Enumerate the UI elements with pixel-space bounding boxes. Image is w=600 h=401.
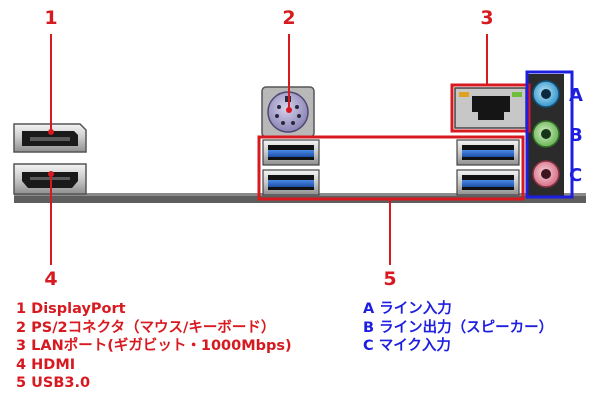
legend-item: C マイク入力 [363, 337, 553, 356]
legend-key: 5 [16, 375, 27, 391]
usb-port-right-top [456, 139, 520, 166]
legend-text: DisplayPort [31, 301, 126, 317]
legend-item: 4 HDMI [16, 356, 292, 375]
legend-key: A [363, 301, 375, 317]
mic-jack [532, 160, 560, 188]
legend-key: 2 [16, 319, 27, 336]
legend-key: C [363, 338, 374, 354]
legend-item: 2 PS/2コネクタ（マウス/キーボード） [16, 319, 292, 338]
legend-lettered: A ライン入力 B ライン出力（スピーカー） C マイク入力 [363, 300, 553, 356]
callout-b: B [569, 125, 583, 146]
lan-highlight-box [450, 83, 531, 133]
callout-c: C [569, 165, 582, 186]
legend-text: マイク入力 [378, 338, 451, 354]
legend-text: PS/2コネクタ（マウス/キーボード） [31, 319, 276, 336]
legend-item: A ライン入力 [363, 300, 553, 319]
audio-highlight-box [525, 70, 574, 199]
legend-text: LANポート(ギガビット・1000Mbps) [31, 338, 292, 354]
callout-2: 2 [282, 7, 295, 29]
callout-4: 4 [44, 268, 57, 290]
callout-a: A [569, 85, 583, 106]
usb-port-left-bottom [262, 169, 320, 196]
legend-text: ライン入力 [379, 301, 452, 317]
legend-text: ライン出力（スピーカー） [379, 319, 554, 336]
legend-item: 5 USB3.0 [16, 374, 292, 393]
usb-highlight-box [257, 135, 525, 201]
displayport-connector [13, 123, 87, 153]
legend-key: 3 [16, 338, 27, 354]
callout-3: 3 [480, 7, 493, 29]
legend-item: 1 DisplayPort [16, 300, 292, 319]
legend-numbered: 1 DisplayPort 2 PS/2コネクタ（マウス/キーボード） 3 LA… [16, 300, 292, 393]
legend-key: B [363, 319, 375, 336]
callout-1: 1 [44, 7, 57, 29]
lan-connector [454, 87, 527, 129]
callout-5: 5 [383, 268, 396, 290]
leader-lines [48, 34, 488, 265]
legend-item: B ライン出力（スピーカー） [363, 319, 553, 338]
legend-key: 1 [16, 301, 27, 317]
legend-item: 3 LANポート(ギガビット・1000Mbps) [16, 337, 292, 356]
usb-port-right-bottom [456, 169, 520, 196]
line-in-jack [532, 80, 560, 108]
legend-text: HDMI [31, 356, 76, 373]
line-out-jack [532, 120, 560, 148]
legend-key: 4 [16, 356, 27, 373]
legend-text: USB3.0 [31, 375, 91, 391]
usb-port-left-top [262, 139, 320, 166]
